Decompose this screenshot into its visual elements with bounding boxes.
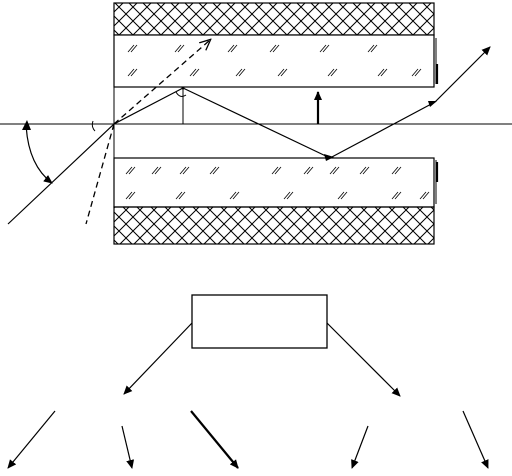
- jacket-top: [113, 2, 435, 36]
- leaf-arrow-1: [7, 410, 56, 469]
- glass-mark: [212, 166, 220, 175]
- glass-mark: [362, 166, 370, 175]
- glass-mark: [303, 166, 311, 175]
- acceptance-angle-arrow: [25, 123, 53, 184]
- acceptance-arrow-head-top: [22, 120, 31, 130]
- glass-mark: [306, 166, 314, 175]
- glass-mark: [238, 68, 246, 77]
- glass-mark: [422, 191, 430, 200]
- glass-mark: [332, 166, 340, 175]
- glass-mark: [130, 44, 138, 53]
- glass-mark: [377, 68, 385, 77]
- dashed-ray-upper: [113, 40, 210, 125]
- leaf-arrow-4: [351, 425, 369, 469]
- fiber-figure: [0, 2, 512, 245]
- glass-mark: [337, 191, 345, 200]
- glass-mark: [340, 191, 348, 200]
- glass-mark: [182, 166, 190, 175]
- exit-ray: [434, 46, 491, 103]
- glass-mark: [125, 191, 133, 200]
- glass-mark: [271, 166, 279, 175]
- glass-mark: [229, 191, 237, 200]
- glass-mark: [235, 68, 243, 77]
- glass-mark: [411, 68, 419, 77]
- glass-mark: [274, 166, 282, 175]
- glass-mark: [227, 44, 235, 53]
- glass-mark: [174, 44, 182, 53]
- glass-mark: [189, 68, 197, 77]
- glass-mark: [327, 68, 335, 77]
- glass-mark: [232, 191, 240, 200]
- glass-mark: [192, 68, 200, 77]
- glass-mark: [127, 68, 135, 77]
- glass-mark: [230, 44, 238, 53]
- leaf-arrow-3: [190, 410, 239, 469]
- glass-mark: [125, 166, 133, 175]
- glass-mark: [269, 44, 277, 53]
- dashed-ray-lower: [85, 123, 115, 225]
- reflection-point-bottom: [324, 154, 334, 161]
- ray-arrow-right: [428, 101, 437, 107]
- glass-mark: [175, 191, 183, 200]
- glass-mark: [367, 44, 375, 53]
- cladding-bottom: [113, 157, 435, 208]
- tree-figure: [7, 294, 489, 469]
- incident-ray: [7, 123, 115, 225]
- glass-mark: [151, 166, 159, 175]
- glass-mark: [130, 68, 138, 77]
- glass-mark: [277, 68, 285, 77]
- glass-mark: [272, 44, 280, 53]
- glass-mark: [283, 191, 291, 200]
- glass-mark: [286, 191, 294, 200]
- branch-right-arrow: [326, 322, 401, 397]
- glass-mark: [322, 44, 330, 53]
- entry-angle-arc: [91, 120, 96, 132]
- glass-mark: [280, 68, 288, 77]
- cladding-top: [113, 34, 435, 88]
- glass-mark: [359, 166, 367, 175]
- jacket-bottom: [113, 206, 435, 245]
- glass-mark: [154, 166, 162, 175]
- glass-mark: [394, 191, 402, 200]
- reflection-angle-arc: [175, 91, 187, 97]
- glass-mark: [329, 166, 337, 175]
- glass-mark: [128, 191, 136, 200]
- glass-mark: [127, 44, 135, 53]
- leaf-arrow-2: [121, 425, 135, 469]
- glass-mark: [394, 166, 402, 175]
- glass-mark: [391, 191, 399, 200]
- glass-mark: [380, 68, 388, 77]
- glass-mark: [370, 44, 378, 53]
- glass-mark: [209, 166, 217, 175]
- cladding-glass-marks: [125, 44, 430, 200]
- glass-mark: [177, 44, 185, 53]
- glass-mark: [414, 68, 422, 77]
- glass-mark: [419, 191, 427, 200]
- guided-ray: [113, 87, 436, 159]
- glass-mark: [128, 166, 136, 175]
- glass-mark: [319, 44, 327, 53]
- tree-root-box: [191, 294, 328, 349]
- glass-mark: [391, 166, 399, 175]
- reflection-point-top: [181, 86, 185, 90]
- glass-mark: [330, 68, 338, 77]
- glass-mark: [178, 191, 186, 200]
- branch-left-arrow: [123, 322, 193, 395]
- leaf-arrow-5: [462, 410, 489, 469]
- glass-mark: [179, 166, 187, 175]
